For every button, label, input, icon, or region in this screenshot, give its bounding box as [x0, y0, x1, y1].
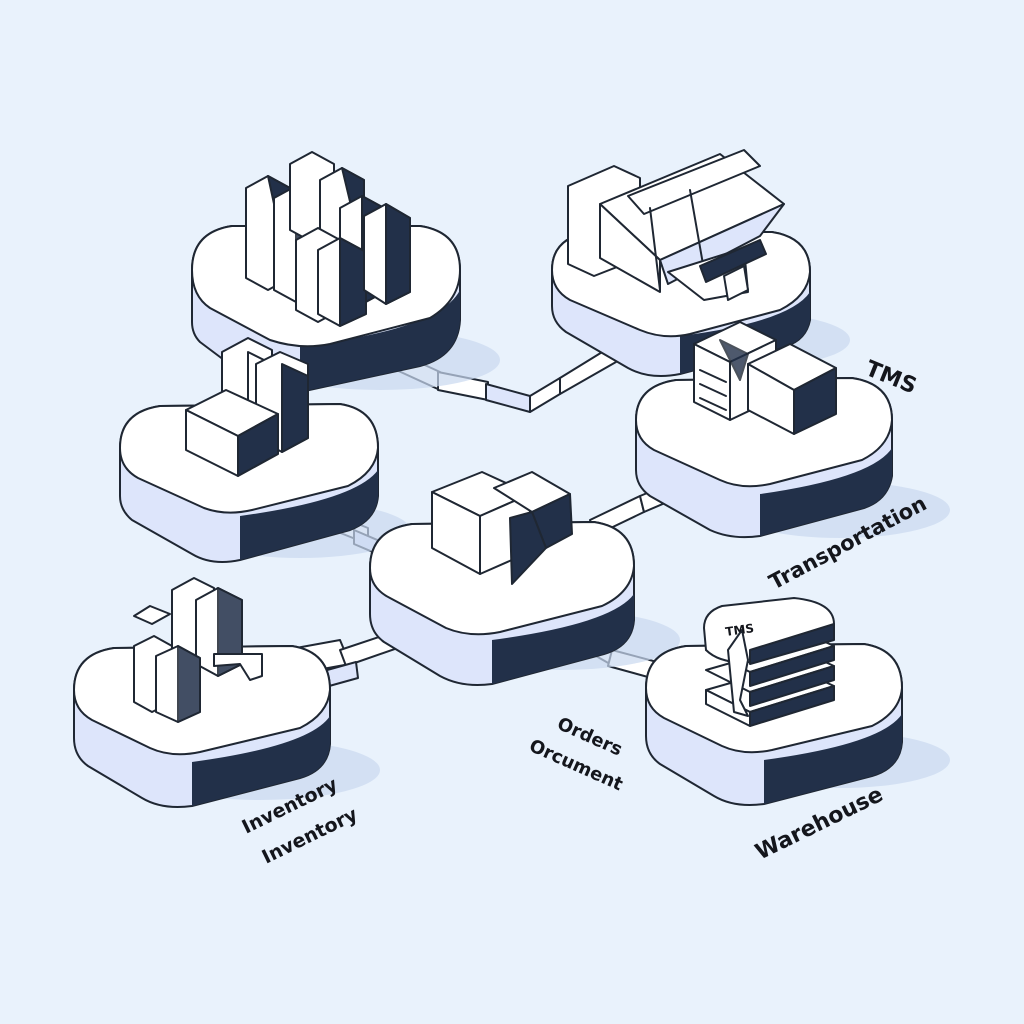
platform-top-left [191, 151, 500, 393]
document-box-icon [693, 321, 837, 435]
platform-center [369, 471, 680, 686]
platform-mid-right [635, 321, 950, 539]
platform-mid-left [119, 337, 410, 563]
inventory-shelf-icon [133, 577, 263, 723]
platform-bottom-left [73, 577, 380, 808]
box-stack-icon [245, 151, 411, 327]
boxes-icon [185, 337, 309, 477]
truck-icon [567, 149, 785, 301]
platform-bottom-right: TMS [645, 597, 950, 806]
open-box-icon [431, 471, 573, 585]
server-stack-icon: TMS [703, 597, 835, 727]
server-tag-label: TMS [724, 621, 754, 639]
